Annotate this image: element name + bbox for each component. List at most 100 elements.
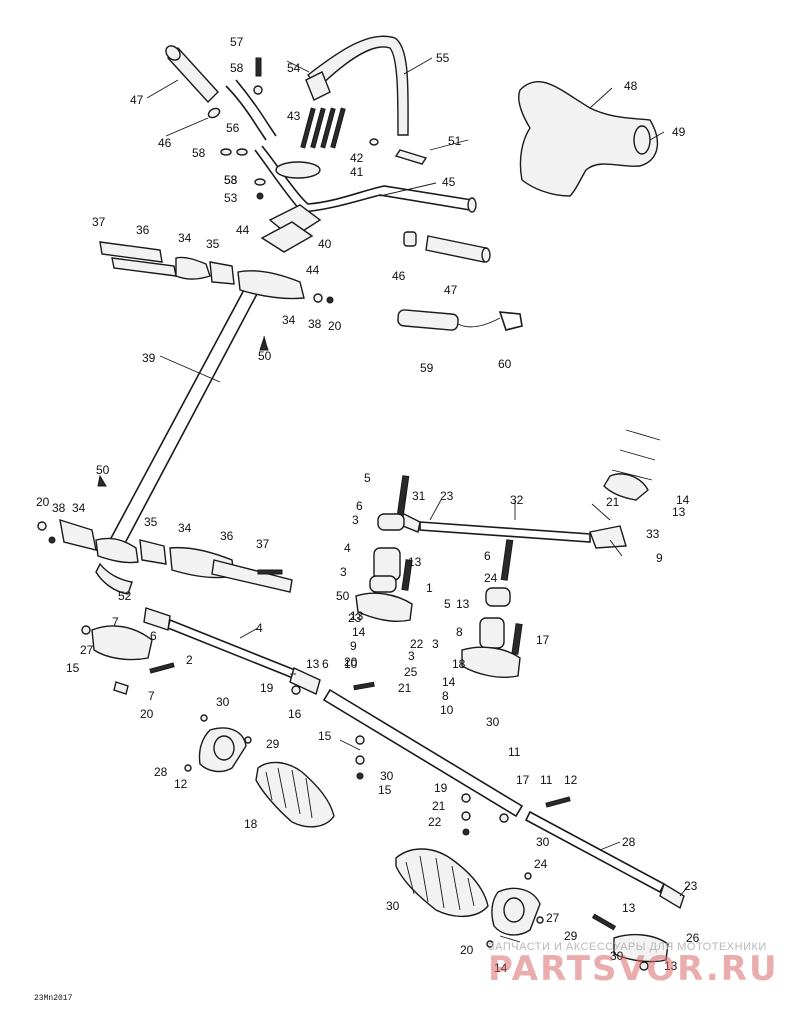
- callout-label: 30: [216, 695, 230, 709]
- callout-label: 3: [408, 649, 415, 663]
- callout-label: 25: [404, 665, 418, 679]
- steering-column-drawing: [37, 241, 334, 595]
- callout-label: 50: [336, 589, 350, 603]
- callout-label: 59: [420, 361, 434, 375]
- callout-label: 55: [436, 51, 450, 65]
- callout-label: 13: [622, 901, 636, 915]
- callout-label: 46: [158, 136, 172, 150]
- callout-label: 30: [610, 949, 624, 963]
- callout-label: 5: [444, 597, 451, 611]
- callout-label: 37: [256, 537, 270, 551]
- callout-label: 28: [154, 765, 168, 779]
- callout-label: 30: [380, 769, 394, 783]
- callout-label: 38: [308, 317, 322, 331]
- callout-label: 52: [118, 589, 132, 603]
- callout-label: 21: [606, 495, 620, 509]
- tie-rod-drawing: [81, 429, 685, 971]
- callout-label: 19: [434, 781, 448, 795]
- callout-label: 38: [52, 501, 66, 515]
- callout-label: 53: [224, 191, 238, 205]
- callout-label: 6: [150, 629, 157, 643]
- callout-label: 17: [536, 633, 550, 647]
- leader-lines: [146, 57, 691, 943]
- callout-label: 22: [410, 637, 424, 651]
- callout-label: 36: [220, 529, 234, 543]
- callout-label: 8: [456, 625, 463, 639]
- callout-label: 2: [186, 653, 193, 667]
- boot-drawing: [184, 714, 544, 948]
- callout-label: 15: [66, 661, 80, 675]
- callout-label: 37: [92, 215, 106, 229]
- callout-label: 49: [672, 125, 686, 139]
- callout-label: 18: [452, 657, 466, 671]
- callout-label: 14: [494, 961, 508, 975]
- callout-label: 16: [288, 707, 302, 721]
- callout-label: 13: [350, 609, 364, 623]
- diagram-code: 23Mn2017: [34, 994, 73, 1003]
- callout-label: 23: [440, 489, 454, 503]
- callout-label: 13: [408, 555, 422, 569]
- callout-label: 30: [486, 715, 500, 729]
- callout-label: 34: [72, 501, 86, 515]
- callout-label: 13: [306, 657, 320, 671]
- callout-label: 30: [386, 899, 400, 913]
- callout-label: 35: [206, 237, 220, 251]
- callout-label: 21: [398, 681, 412, 695]
- callout-label: 3: [340, 565, 347, 579]
- callout-label: 14: [442, 675, 456, 689]
- callout-label: 53: [224, 173, 238, 187]
- callout-label: 4: [344, 541, 351, 555]
- callout-label: 46: [392, 269, 406, 283]
- callout-label: 51: [448, 134, 462, 148]
- callout-label: 6: [356, 499, 363, 513]
- callout-label: 12: [564, 773, 578, 787]
- callout-label: 7: [148, 689, 155, 703]
- callout-label: 47: [130, 93, 144, 107]
- callout-label: 14: [352, 625, 366, 639]
- callout-label: 15: [318, 729, 332, 743]
- handlebar-drawing: [165, 35, 477, 253]
- callout-label: 18: [244, 817, 258, 831]
- callout-label: 30: [536, 835, 550, 849]
- watermark-tagline: ЗАПЧАСТИ И АКСЕССУАРЫ ДЛЯ МОТОТЕХНИКИ: [488, 941, 767, 953]
- callout-label: 42: [350, 151, 364, 165]
- callout-label: 50: [258, 349, 272, 363]
- callout-label: 44: [236, 223, 250, 237]
- callout-label: 20: [460, 943, 474, 957]
- callout-label: 33: [646, 527, 660, 541]
- callout-label: 19: [260, 681, 274, 695]
- callout-label: 41: [350, 165, 364, 179]
- callout-label: 10: [440, 703, 454, 717]
- callout-label: 58: [192, 146, 206, 160]
- watermark: ЗАПЧАСТИ И АКСЕССУАРЫ ДЛЯ МОТОТЕХНИКИ PA…: [488, 941, 777, 989]
- callout-label: 34: [282, 313, 296, 327]
- callout-label: 29: [564, 929, 578, 943]
- callout-label: 24: [484, 571, 498, 585]
- callout-label: 13: [664, 959, 678, 973]
- callout-label: 26: [686, 931, 700, 945]
- callout-label: 54: [287, 61, 301, 75]
- callout-label: 1: [426, 581, 433, 595]
- callout-label: 6: [322, 657, 329, 671]
- handlebar-pad-drawing: [518, 80, 659, 197]
- callout-label: 21: [432, 799, 446, 813]
- callout-label: 58: [224, 173, 238, 187]
- callout-label: 32: [510, 493, 524, 507]
- callout-label: 34: [178, 521, 192, 535]
- callout-label: 28: [622, 835, 636, 849]
- callout-label: 40: [318, 237, 332, 251]
- callout-label: 20: [36, 495, 50, 509]
- callout-label: 57: [230, 35, 244, 49]
- callout-label: 48: [624, 79, 638, 93]
- callout-label: 39: [142, 351, 156, 365]
- grip-parts-drawing: [397, 231, 523, 331]
- callout-label: 11: [540, 773, 553, 787]
- callout-label: 29: [266, 737, 280, 751]
- callout-label: 24: [534, 857, 548, 871]
- callout-label: 20: [344, 655, 358, 669]
- callout-label: 27: [80, 643, 94, 657]
- callout-label: 50: [96, 463, 110, 477]
- callout-label: 6: [484, 549, 491, 563]
- callout-labels: 57 58 54 55 47 46 56 58 53 51 43 42 41 5…: [36, 35, 700, 975]
